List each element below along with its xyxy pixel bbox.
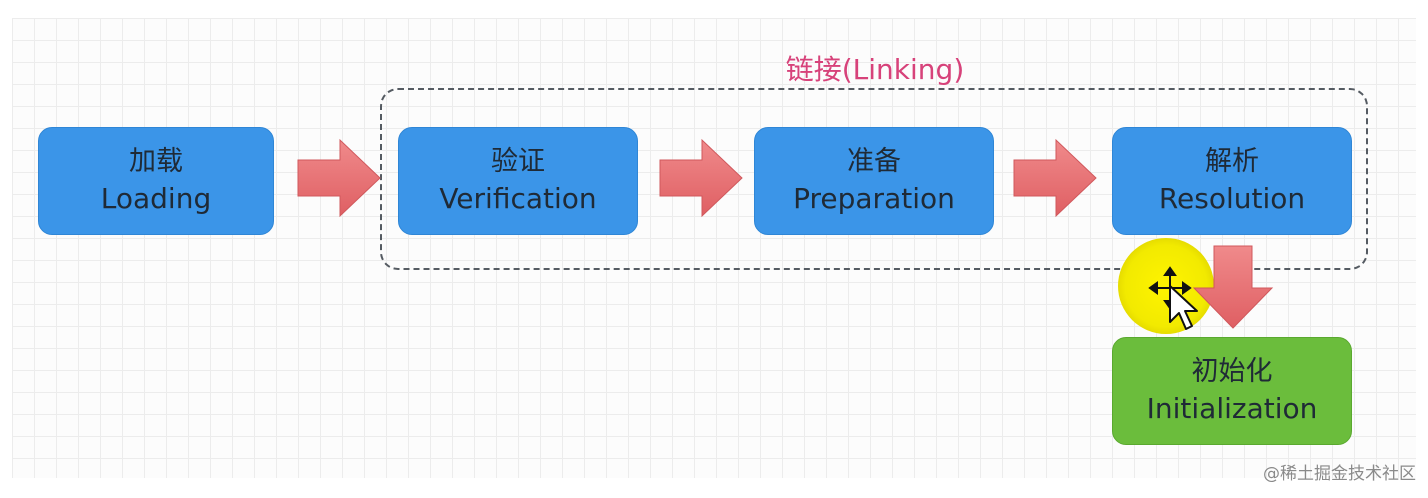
stage-resolution-zh: 解析 [1205, 146, 1259, 177]
stage-preparation-zh: 准备 [847, 146, 901, 177]
stage-verification-zh: 验证 [491, 146, 545, 177]
pointer-cursor-icon [1169, 285, 1198, 330]
arrow-loading-to-verification [297, 138, 381, 218]
stage-loading-zh: 加载 [129, 146, 183, 177]
cursor-highlight [1118, 238, 1214, 334]
stage-initialization-en: Initialization [1146, 392, 1318, 425]
stage-verification: 验证 Verification [398, 127, 638, 235]
stage-initialization-zh: 初始化 [1191, 356, 1273, 387]
linking-group-frame [380, 88, 1368, 270]
arrow-resolution-to-initialization [1192, 245, 1274, 329]
stage-resolution: 解析 Resolution [1112, 127, 1352, 235]
linking-group-label: 链接(Linking) [785, 53, 965, 86]
arrow-preparation-to-resolution [1013, 138, 1097, 218]
stage-preparation-en: Preparation [793, 182, 955, 215]
stage-preparation: 准备 Preparation [754, 127, 994, 235]
arrow-verification-to-preparation [659, 138, 743, 218]
stage-initialization: 初始化 Initialization [1112, 337, 1352, 445]
stage-resolution-en: Resolution [1158, 182, 1306, 215]
stage-verification-en: Verification [439, 182, 597, 215]
source-watermark: @稀土掘金技术社区 [1263, 464, 1416, 484]
stage-loading: 加载 Loading [38, 127, 274, 235]
stage-loading-en: Loading [100, 182, 212, 215]
